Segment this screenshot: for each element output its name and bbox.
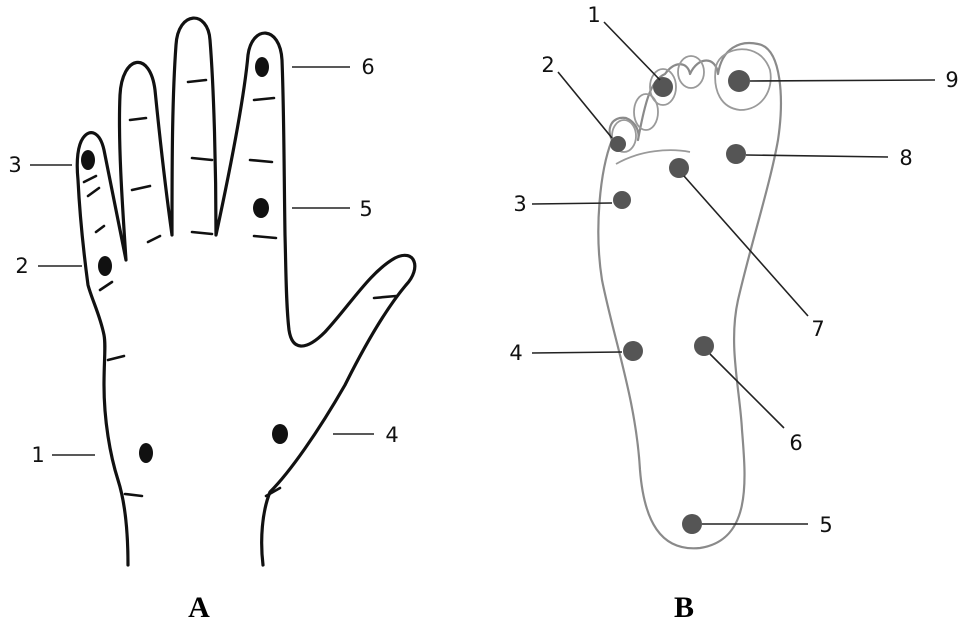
foot-label-2: 2 bbox=[541, 53, 554, 77]
hand-label-3: 3 bbox=[8, 153, 21, 177]
foot-outline bbox=[598, 43, 781, 548]
hand-figure: 1 2 3 4 5 6 A bbox=[8, 18, 415, 624]
hand-point-4 bbox=[272, 424, 288, 444]
hand-point-5 bbox=[253, 198, 269, 218]
foot-point-1 bbox=[653, 77, 673, 97]
hand-label-4: 4 bbox=[385, 423, 398, 447]
hand-point-1 bbox=[139, 443, 153, 463]
hand-outline bbox=[77, 18, 415, 565]
hand-leader-lines bbox=[30, 67, 374, 455]
foot-point-2 bbox=[610, 136, 626, 152]
foot-label-6: 6 bbox=[789, 431, 802, 455]
foot-leader-lines bbox=[532, 22, 935, 524]
panel-a-label: A bbox=[188, 591, 210, 624]
foot-point-4 bbox=[623, 341, 643, 361]
foot-label-4: 4 bbox=[509, 341, 522, 365]
foot-toes bbox=[612, 49, 771, 164]
hand-label-5: 5 bbox=[359, 197, 372, 221]
foot-figure: 1 2 3 4 5 6 7 8 9 B bbox=[509, 3, 958, 624]
hand-callout-labels: 1 2 3 4 5 6 bbox=[8, 55, 398, 467]
hand-label-2: 2 bbox=[15, 254, 28, 278]
foot-point-3 bbox=[613, 191, 631, 209]
foot-label-9: 9 bbox=[945, 68, 958, 92]
foot-label-8: 8 bbox=[899, 146, 912, 170]
foot-label-1: 1 bbox=[587, 3, 600, 27]
foot-acupoints bbox=[610, 70, 750, 534]
foot-point-6 bbox=[694, 336, 714, 356]
hand-label-1: 1 bbox=[31, 443, 44, 467]
foot-label-5: 5 bbox=[819, 513, 832, 537]
foot-label-7: 7 bbox=[811, 317, 824, 341]
hand-point-2 bbox=[98, 256, 112, 276]
foot-point-7 bbox=[669, 158, 689, 178]
foot-label-3: 3 bbox=[513, 192, 526, 216]
hand-label-6: 6 bbox=[361, 55, 374, 79]
hand-point-3 bbox=[81, 150, 95, 170]
hand-point-6 bbox=[255, 57, 269, 77]
panel-b-label: B bbox=[674, 591, 694, 624]
hand-acupoints bbox=[81, 57, 288, 463]
foot-point-8 bbox=[726, 144, 746, 164]
foot-point-9 bbox=[728, 70, 750, 92]
foot-point-5 bbox=[682, 514, 702, 534]
